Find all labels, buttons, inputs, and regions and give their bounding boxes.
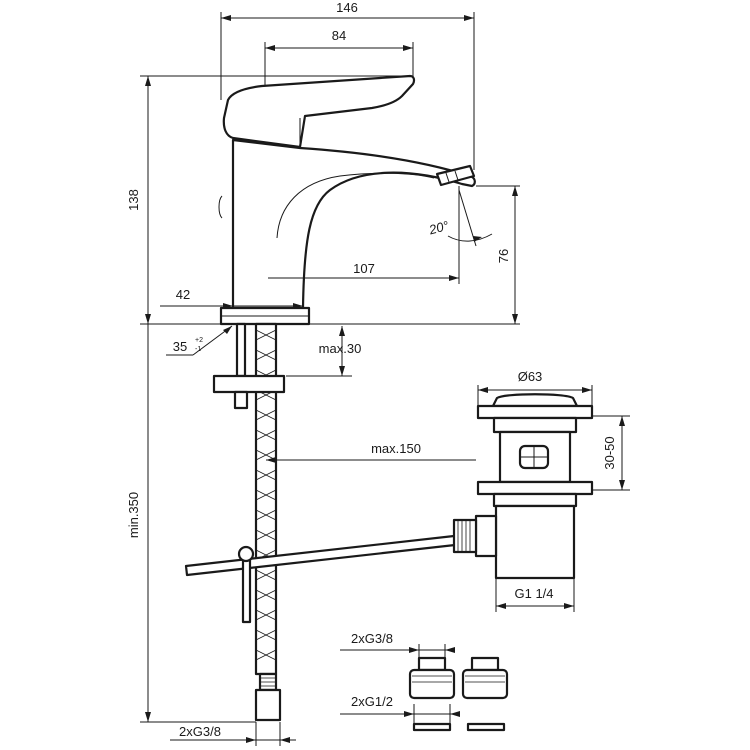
dim-deck-thickness: max.30 (319, 341, 362, 356)
dim-hole-diameter: 35 (173, 339, 187, 354)
dim-waste-diameter: Ø63 (518, 369, 543, 384)
dim-hose-thread: 2xG3/8 (179, 724, 221, 739)
dim-overall-height: 138 (126, 189, 141, 211)
dim-base-width: 42 (176, 287, 190, 302)
dim-spout-height: 76 (496, 249, 511, 263)
dim-spout-angle: 20° (426, 218, 450, 238)
dim-adapter-top: 2xG3/8 (351, 631, 393, 646)
dim-lever-length: 84 (332, 28, 346, 43)
pop-up-waste (452, 393, 594, 580)
dim-overall-width: 146 (336, 0, 358, 15)
dimension-lines (140, 12, 630, 746)
adapters (408, 656, 509, 732)
dim-pull-rod: max.150 (371, 441, 421, 456)
dim-waste-thread: G1 1/4 (514, 586, 553, 601)
faucet-body (218, 74, 476, 326)
dimension-labels: 146 84 138 107 76 42 35 +2 -1 max.30 max… (126, 0, 617, 739)
dim-hole-tolerance-plus: +2 (195, 337, 203, 344)
dim-adapter-bottom: 2xG1/2 (351, 694, 393, 709)
dim-hose-length: min.350 (126, 492, 141, 538)
dim-hole-tolerance-minus: -1 (195, 346, 201, 353)
dim-spout-reach: 107 (353, 261, 375, 276)
under-deck-assembly (184, 322, 457, 722)
dim-waste-height: 30-50 (602, 436, 617, 469)
